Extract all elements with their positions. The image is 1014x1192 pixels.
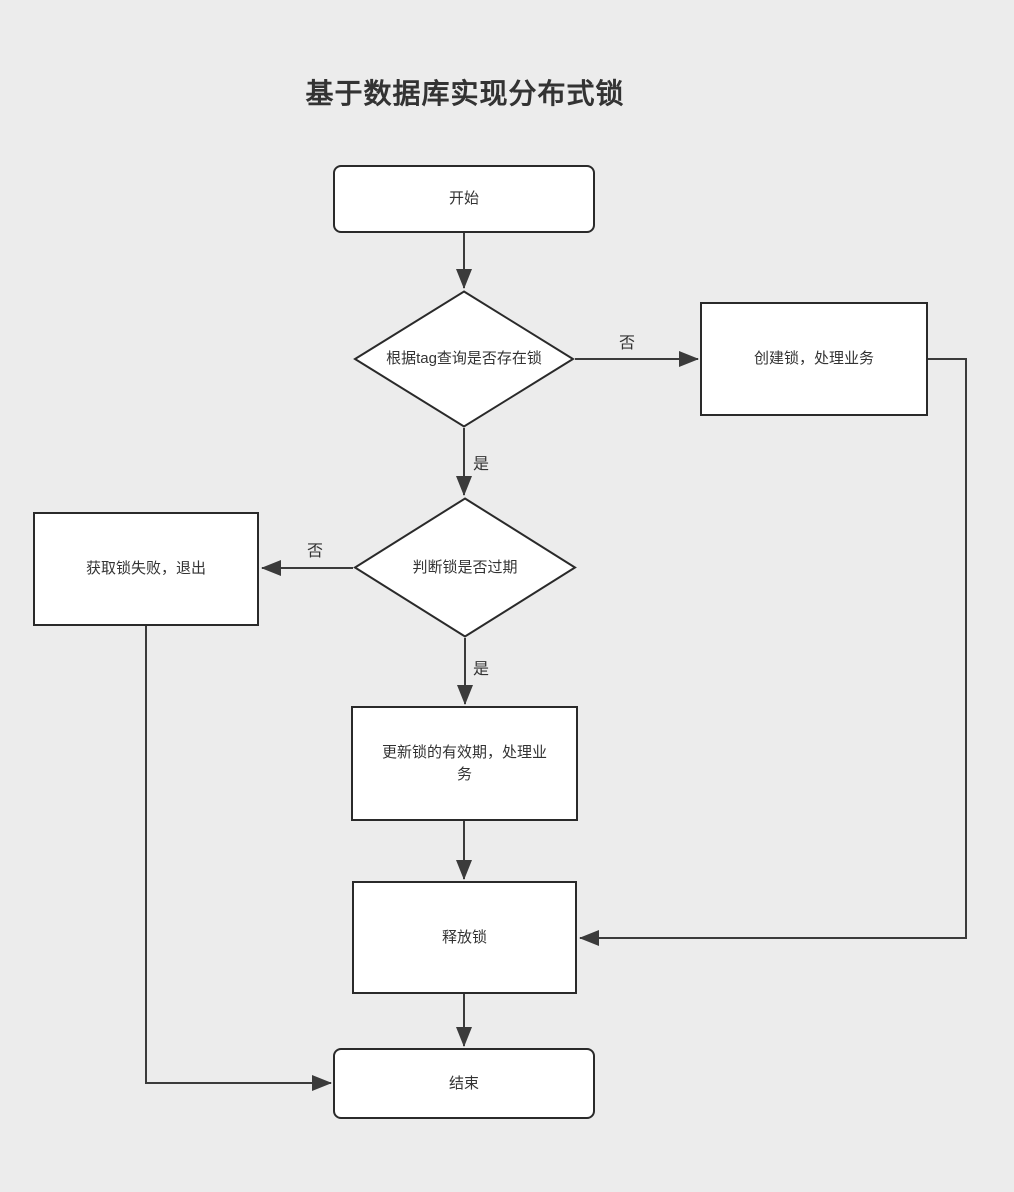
node-label: 更新锁的有效期，处理业务 — [381, 743, 547, 783]
node-label: 释放锁 — [441, 928, 487, 946]
edge-label-exists-no: 否 — [618, 335, 636, 352]
page-title: 基于数据库实现分布式锁 — [305, 78, 625, 109]
diamond-shape — [353, 497, 577, 638]
node-label: 创建锁，处理业务 — [753, 350, 874, 368]
node-check-lock-exists: 根据tag查询是否存在锁 — [353, 290, 575, 428]
edge-label-expired-yes: 是 — [472, 661, 490, 678]
node-label: 结束 — [448, 1074, 479, 1092]
edge-label-expired-no: 否 — [306, 543, 324, 560]
diamond-shape — [353, 290, 575, 428]
node-check-lock-expired: 判断锁是否过期 — [353, 497, 577, 638]
node-label: 获取锁失败，退出 — [85, 560, 206, 578]
node-label: 开始 — [448, 190, 479, 208]
edge-acquire-fail-to-end — [145, 626, 332, 1091]
node-acquire-fail: 获取锁失败，退出 — [33, 512, 259, 626]
node-end: 结束 — [333, 1048, 595, 1119]
node-release-lock: 释放锁 — [352, 881, 577, 994]
edge-create-lock-to-release-lock — [579, 358, 967, 946]
node-label: 判断锁是否过期 — [412, 558, 518, 576]
node-update-lock: 更新锁的有效期，处理业务 — [351, 706, 578, 821]
edge-label-exists-yes: 是 — [472, 456, 490, 473]
node-label: 根据tag查询是否存在锁 — [386, 350, 542, 368]
node-start: 开始 — [333, 165, 595, 233]
node-create-lock: 创建锁，处理业务 — [700, 302, 928, 416]
